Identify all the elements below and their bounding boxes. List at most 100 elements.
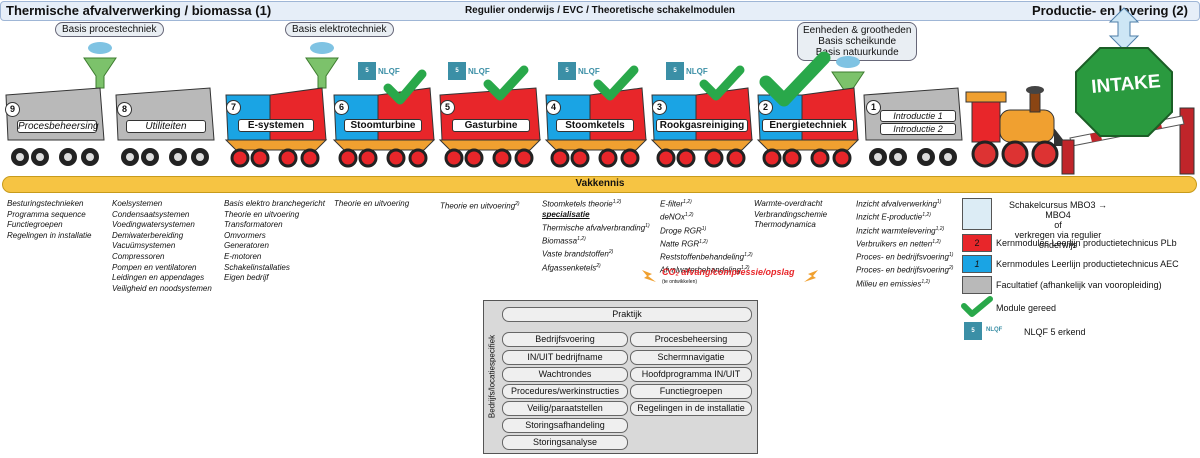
col-item-sup: 2) [596,262,601,269]
col-item: Natte RGR1,2) [660,237,753,250]
col-item-sup: 2) [515,201,520,207]
nlqf-text: NLQF [986,327,1003,333]
col-item-sup: 2) [608,249,614,256]
column-4: Stoomketels theorie1,2) specialisatie Th… [542,197,650,274]
col-item-text: Inzicht warmtelevering [856,226,936,236]
col-item: Biomassa1,2) [542,234,650,247]
legend-aec: Kernmodules Leerlijn productietechnicus … [996,259,1179,269]
bedrijf-item: Veilig/paraatstellen [502,401,628,416]
legend-gereed: Module gereed [996,303,1057,313]
col-item: Verbrandingschemie [754,209,828,219]
column-8: Koelsystemen Condensaatsystemen Voedingw… [112,199,212,294]
col-item: Droge RGR1) [660,224,753,237]
col-item-sup: 1,2) [740,265,750,272]
right-title: Productie- en levering (2) [1031,3,1188,18]
nlqf-text: NLQF [686,67,708,76]
col-item-sup: 1) [701,225,707,232]
col-item: Condensaatsystemen [112,209,190,219]
col-item-text: Afvalwaterbehandeling [660,265,741,275]
col-item-text: Stoomketels theorie [542,199,613,209]
check-icon [759,51,831,107]
col-item-text: Theorie en uitvoering [440,201,516,211]
funnel-icon [305,42,339,89]
col-item: Demiwaterbereiding [112,230,184,240]
nlqf-icon: 5 [666,62,684,80]
col-item-sup: 1,2) [932,238,941,245]
lightning-icon [642,270,656,282]
wagon-label: Rookgasreiniging [656,119,748,132]
nlqf-badge: 5 [558,62,576,80]
intake-arrow-icon [1108,7,1140,51]
train-diagram [5,7,1195,175]
col-item: Verbruikers en netten1,2) [856,237,953,250]
bedrijf-item: Functiegroepen [630,384,752,399]
col-item: Transformatoren [224,220,283,230]
col-item: Reststoffenbehandeling1,2) [660,250,753,263]
col-item-text: Thermische afvalverbranding [542,223,646,233]
bedrijf-item: Storingsafhandeling [502,418,628,433]
bedrijf-item: Hoofdprogramma IN/UIT [630,367,752,382]
col-item: Veiligheid en noodsystemen [112,283,212,293]
wagon-number: 7 [226,100,241,115]
col-item: Programma sequence [7,209,86,219]
vakkennis-bar [2,176,1197,193]
col-item: Proces- en bedrijfsvoering1) [856,250,953,263]
col-item: Regelingen in installatie [7,230,92,240]
col-item: Vacuümsystemen [112,241,176,251]
bedrijf-item: Schermnavigatie [630,350,752,365]
wagon-number: 2 [758,100,773,115]
check-icon [961,296,993,317]
col-item-sup: 1) [645,222,650,229]
col-item: Inzicht warmtelevering1,2) [856,224,953,237]
nlqf-icon: 5 [558,62,576,80]
col-item-text: specialisatie [542,210,590,220]
col-item-sup: 1,2) [935,225,945,232]
col-item: E-filter1,2) [660,197,753,210]
nlqf-badge: 5 [666,62,684,80]
col-item: deNOx1,2) [660,210,753,223]
col-item-sup: 1) [936,199,942,205]
col-item: Eigen bedrijf [224,273,269,283]
column-2: Warmte-overdracht Verbrandingschemie The… [754,199,827,231]
intake-stop-sign [1075,47,1173,137]
wagon-label: Energietechniek [762,119,854,132]
col-item: Vaste brandstoffen2) [542,247,650,260]
col-item: Thermodynamica [754,220,816,230]
col-item: Stoomketels theorie1,2) [542,197,650,210]
wagon-label: E-systemen [238,119,314,132]
col-item: Functiegroepen [7,220,63,230]
bedrijf-item: Procesbeheersing [630,332,752,347]
col-item-sup: 1,2) [577,236,586,243]
legend-plb: Kernmodules Leerlijn productietechnicus … [996,238,1177,248]
basis-procestechniek: Basis procestechniek [55,22,164,37]
wagon-label: Utiliteiten [126,120,206,133]
center-title: Regulier onderwijs / EVC / Theoretische … [464,5,736,16]
col-item: Theorie en uitvoering [334,199,410,208]
col-item: Inzicht afvalverwerking1) [856,197,953,210]
col-item-text: deNOx [660,212,685,222]
check-icon [383,69,427,105]
co2-note: (te ontwikkelen) [662,279,698,285]
col-item-sup: 1,2) [684,212,694,219]
wagon-label: Gasturbine [452,119,530,132]
col-item-text: E-filter [660,199,684,209]
check-icon [593,65,639,101]
col-item: Basis elektro branchegericht [224,199,325,208]
col-item: specialisatie [542,210,650,221]
wagon-label: Introductie 2 [880,123,956,135]
col-item: Koelsystemen [112,199,163,208]
funnel-icon [83,42,117,89]
bedrijf-item: Wachtrondes [502,367,628,382]
wagon-number: 3 [652,100,667,115]
wagon-number: 5 [440,100,455,115]
legend-aec-swatch: 1 [962,255,992,273]
nlqf-badge: 5 [358,62,376,80]
col-item: Afvalwaterbehandeling1,2) [660,263,753,276]
col-item-sup: 1) [948,252,954,258]
col-item-text: Vaste brandstoffen [542,250,609,259]
legend-nlqf: NLQF 5 erkend [1024,327,1086,337]
col-item-sup: 1,2) [683,199,692,205]
col-item: Compressoren [112,251,165,261]
legend-nlqf-badge: 5 [964,322,982,340]
col-item-sup: 1,2) [744,252,753,258]
